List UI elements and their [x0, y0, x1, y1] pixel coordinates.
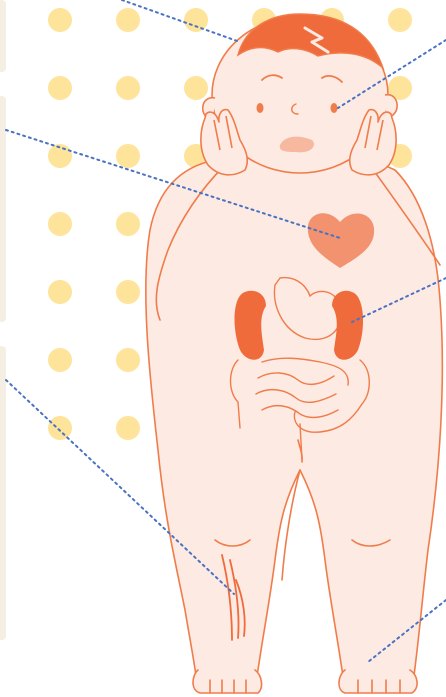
child-figure — [146, 150, 443, 693]
background-dot — [48, 348, 72, 372]
background-dot — [116, 416, 140, 440]
background-dot — [48, 416, 72, 440]
background-dot — [48, 76, 72, 100]
background-dot — [184, 8, 208, 32]
background-dot — [48, 8, 72, 32]
background-dot — [116, 76, 140, 100]
background-dot — [48, 280, 72, 304]
background-dot — [116, 144, 140, 168]
right-foot — [339, 670, 417, 693]
left-foot — [193, 670, 262, 693]
background-dot — [116, 280, 140, 304]
background-dot — [116, 8, 140, 32]
background-dot — [184, 76, 208, 100]
background-dot — [48, 212, 72, 236]
background-dot — [388, 8, 412, 32]
background-dot — [116, 348, 140, 372]
background-dot — [116, 212, 140, 236]
